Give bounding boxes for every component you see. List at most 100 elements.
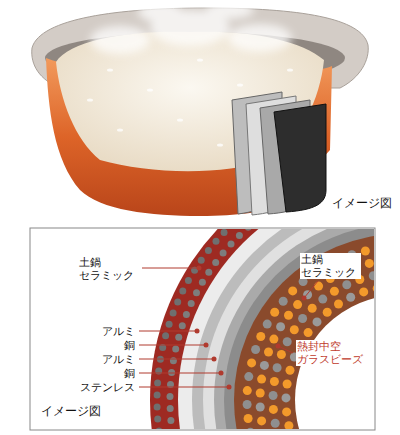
bead	[369, 271, 374, 280]
bead	[212, 259, 219, 266]
bead	[298, 314, 307, 323]
bead	[288, 286, 297, 295]
bead	[205, 269, 212, 276]
bead	[156, 428, 163, 430]
bead	[154, 380, 161, 387]
bead	[244, 372, 253, 381]
leader-lines	[139, 266, 318, 390]
bead	[167, 405, 174, 412]
bead	[205, 247, 212, 254]
bead	[251, 345, 260, 354]
bead	[247, 358, 256, 367]
bead	[277, 350, 286, 359]
bead	[269, 335, 278, 344]
bead	[174, 298, 181, 305]
bead	[154, 392, 161, 399]
bead	[169, 429, 176, 430]
image-caption: イメージ図	[332, 196, 392, 211]
bead	[286, 366, 295, 375]
aluminium-layer	[178, 229, 374, 429]
bead	[185, 277, 192, 284]
bead	[271, 419, 280, 428]
bead	[170, 357, 177, 364]
layer-label: アルミ	[102, 325, 135, 338]
layer-label: 銅	[124, 339, 135, 352]
layer-label: 土鍋 セラミック	[300, 253, 361, 279]
bead	[342, 280, 351, 289]
bead	[245, 229, 252, 231]
copper-layer	[192, 229, 374, 429]
steam	[90, 1, 292, 54]
bead	[365, 259, 374, 268]
bead	[318, 295, 327, 304]
bead	[198, 257, 205, 264]
bead	[260, 361, 269, 370]
bead	[279, 297, 288, 306]
bead	[188, 300, 195, 307]
bead	[282, 407, 291, 416]
layer-label: 土鍋 セラミック	[78, 256, 139, 282]
bead	[330, 287, 339, 296]
bead	[154, 404, 161, 411]
bead	[166, 321, 173, 328]
bead	[257, 416, 266, 425]
bead	[359, 287, 368, 296]
bead	[314, 282, 323, 291]
bead	[256, 403, 265, 412]
bead	[179, 288, 186, 295]
bead	[167, 393, 174, 400]
bead	[228, 241, 235, 248]
bead	[221, 229, 228, 236]
bead	[243, 386, 252, 395]
cutaway-layers	[232, 92, 326, 215]
bead	[346, 293, 355, 302]
bead	[283, 380, 292, 389]
bead	[183, 311, 190, 318]
layer-label: 銅	[124, 367, 135, 380]
bead	[276, 322, 285, 331]
aluminium-layer	[203, 229, 374, 429]
layer-label: ステンレス	[80, 381, 135, 394]
ceramic-band	[150, 229, 374, 429]
bead	[257, 375, 266, 384]
bead	[263, 320, 272, 329]
bead	[256, 332, 265, 341]
bead	[244, 414, 253, 423]
bead	[290, 325, 299, 334]
bead	[269, 405, 278, 414]
bead	[246, 428, 255, 429]
beads	[154, 229, 374, 429]
layer-label: 熱封中空 ガラスビーズ	[296, 340, 368, 366]
bead	[256, 389, 265, 398]
bead	[273, 363, 282, 372]
bead	[213, 238, 220, 245]
bead	[293, 300, 302, 309]
ceramic-bead-band	[234, 234, 374, 429]
bead	[304, 328, 313, 337]
bead	[269, 391, 278, 400]
bead	[243, 400, 252, 409]
bead	[155, 368, 162, 375]
bead	[199, 279, 206, 286]
bead	[154, 416, 161, 423]
bead	[270, 377, 279, 386]
bead	[284, 421, 293, 429]
bead	[167, 417, 174, 424]
bead	[283, 337, 292, 346]
bead	[162, 332, 169, 339]
copper-layer	[214, 229, 374, 429]
bead	[313, 317, 322, 326]
bead	[361, 247, 370, 256]
bead	[220, 250, 227, 257]
bead	[175, 334, 182, 341]
bead	[236, 232, 243, 239]
inner-ground	[295, 295, 374, 429]
bead	[284, 311, 293, 320]
bead	[172, 345, 179, 352]
stainless-layer	[224, 229, 374, 429]
image-caption: イメージ図	[40, 404, 102, 419]
bead	[264, 348, 273, 357]
bead	[373, 284, 374, 293]
bead	[323, 308, 332, 317]
